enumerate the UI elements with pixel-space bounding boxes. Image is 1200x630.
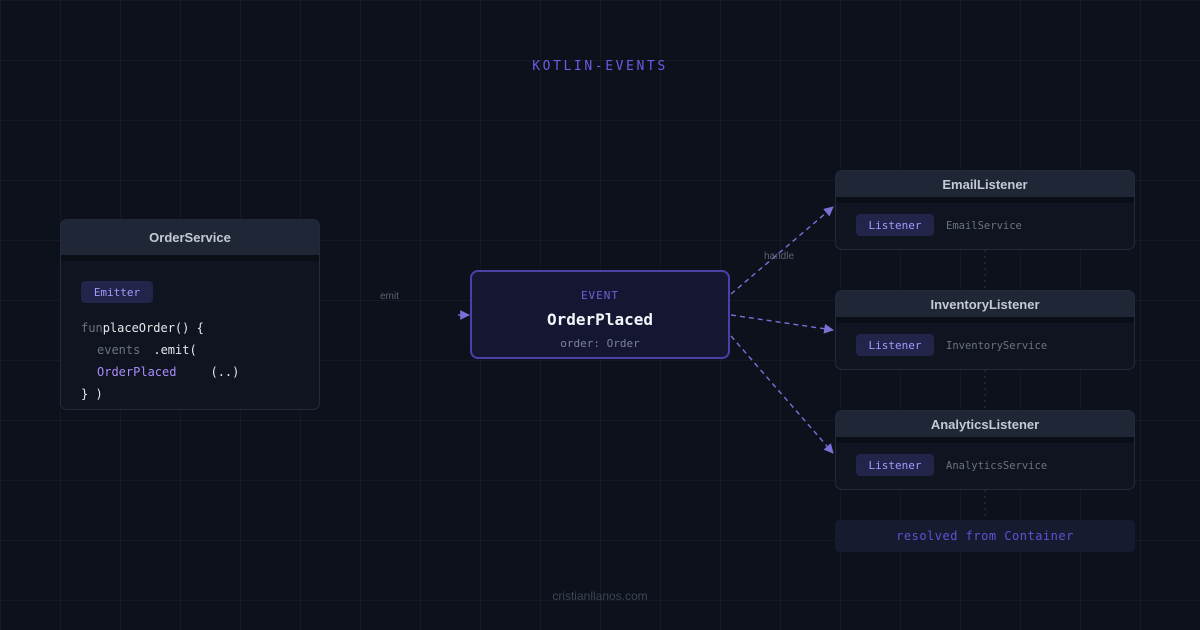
handle-arrow-analytics <box>730 335 834 454</box>
listener-title: EmailListener <box>836 171 1134 203</box>
brand-title: KOTLIN-EVENTS <box>532 59 668 74</box>
code-line-3: OrderPlaced (..) <box>97 365 239 379</box>
listener-card-inventory: InventoryListener Listener InventoryServ… <box>835 290 1135 370</box>
event-box: EVENT OrderPlaced order: Order <box>470 270 730 359</box>
event-payload: order: Order <box>560 337 640 350</box>
code-event-arg: OrderPlaced <box>97 365 177 379</box>
emitter-badge: Emitter <box>81 281 153 303</box>
event-type-label: EVENT <box>580 289 620 302</box>
handle-label: handle <box>764 251 795 262</box>
order-service-card: OrderService Emitter funplaceOrder() { e… <box>60 219 320 410</box>
listener-badge: Listener <box>856 334 934 356</box>
container-note: resolved from Container <box>835 520 1135 552</box>
listener-card-analytics: AnalyticsListener Listener AnalyticsServ… <box>835 410 1135 490</box>
event-name: OrderPlaced <box>547 310 653 329</box>
emit-label: emit <box>380 291 399 302</box>
code-line-1: funplaceOrder() { <box>81 321 204 335</box>
code-line-2: events .emit( <box>97 343 197 357</box>
code-close: } ) <box>81 387 103 401</box>
code-events-object: events <box>97 343 141 357</box>
listener-badge: Listener <box>856 214 934 236</box>
code-function-signature: placeOrder() { <box>102 321 204 335</box>
handle-arrow-inventory <box>730 314 834 334</box>
code-args: (..) <box>210 365 240 379</box>
order-service-title: OrderService <box>61 220 319 261</box>
handle-arrow-email <box>730 206 834 295</box>
listener-service: EmailService <box>946 220 1022 232</box>
listener-service: InventoryService <box>946 340 1048 352</box>
listener-title: InventoryListener <box>836 291 1134 323</box>
listener-card-email: EmailListener Listener EmailService <box>835 170 1135 250</box>
code-keyword-fun: fun <box>81 321 103 335</box>
code-emit-call: .emit( <box>153 343 197 357</box>
listener-badge: Listener <box>856 454 934 476</box>
footer-domain: cristianllanos.com <box>552 589 648 603</box>
listener-service: AnalyticsService <box>946 460 1048 472</box>
listener-title: AnalyticsListener <box>836 411 1134 443</box>
